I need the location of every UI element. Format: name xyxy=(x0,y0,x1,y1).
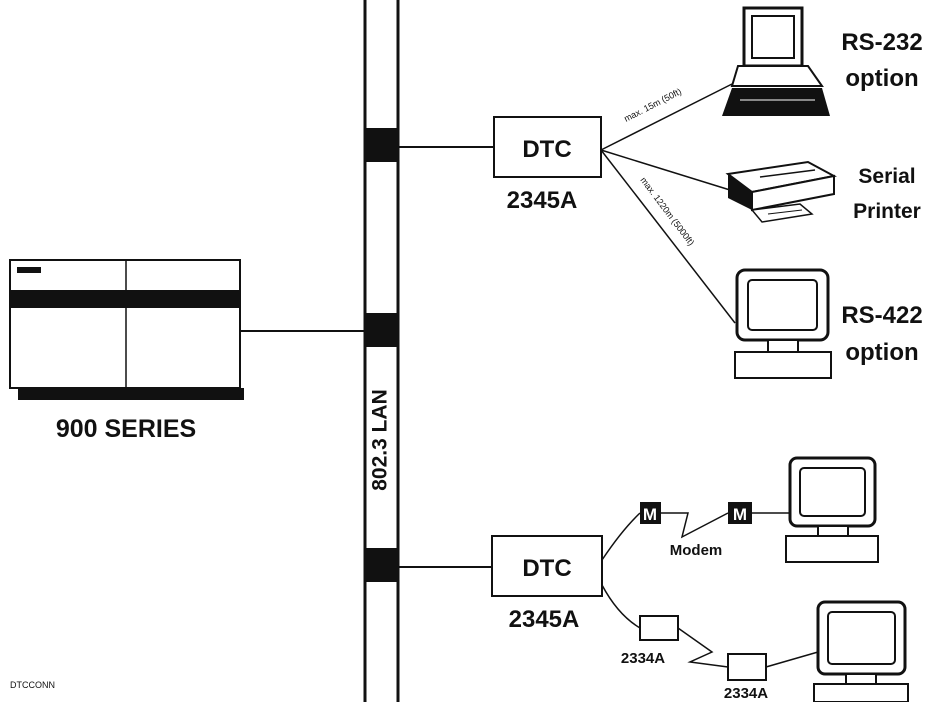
serial-printer xyxy=(728,162,834,222)
modem-a: M xyxy=(640,502,661,524)
extender-terminal xyxy=(814,602,908,702)
printer-label-1: Serial xyxy=(858,165,915,188)
rs422-terminal xyxy=(735,270,831,378)
rs232-terminal xyxy=(722,8,830,116)
modem-b: M xyxy=(728,502,752,524)
extender-a xyxy=(640,616,678,640)
lan-tap-top xyxy=(365,128,398,162)
modem-label: Modem xyxy=(670,542,723,559)
extender-b-label: 2334A xyxy=(724,685,768,702)
extender-a-label: 2334A xyxy=(621,650,665,667)
lan-tap-host xyxy=(365,313,398,347)
modem-a-letter: M xyxy=(643,505,657,524)
dtc-top-model: 2345A xyxy=(507,187,578,214)
rs422-label-2: option xyxy=(845,339,918,366)
rs232-label-2: option xyxy=(845,65,918,92)
printer-label-2: Printer xyxy=(853,200,921,223)
dtc-top-title: DTC xyxy=(522,136,571,163)
lan-label: 802.3 LAN xyxy=(369,389,392,491)
dtc-bottom: DTC 2345A xyxy=(492,536,602,633)
host-label: 900 SERIES xyxy=(56,415,196,443)
extender-b xyxy=(728,654,766,680)
host-computer: 900 SERIES xyxy=(10,260,244,443)
dtc-top: DTC 2345A xyxy=(494,117,601,214)
lan-tap-bottom xyxy=(365,548,398,582)
dtc-bottom-title: DTC xyxy=(522,555,571,582)
modem-b-letter: M xyxy=(733,505,747,524)
rs232-label-1: RS-232 xyxy=(841,29,922,56)
lan-backbone: 802.3 LAN xyxy=(365,0,398,702)
dtc-bottom-model: 2345A xyxy=(509,606,580,633)
figure-code: DTCCONN xyxy=(10,680,55,690)
cable-short-label: max. 15m (50ft) xyxy=(622,86,683,124)
modem-terminal xyxy=(786,458,878,562)
rs422-label-1: RS-422 xyxy=(841,302,922,329)
